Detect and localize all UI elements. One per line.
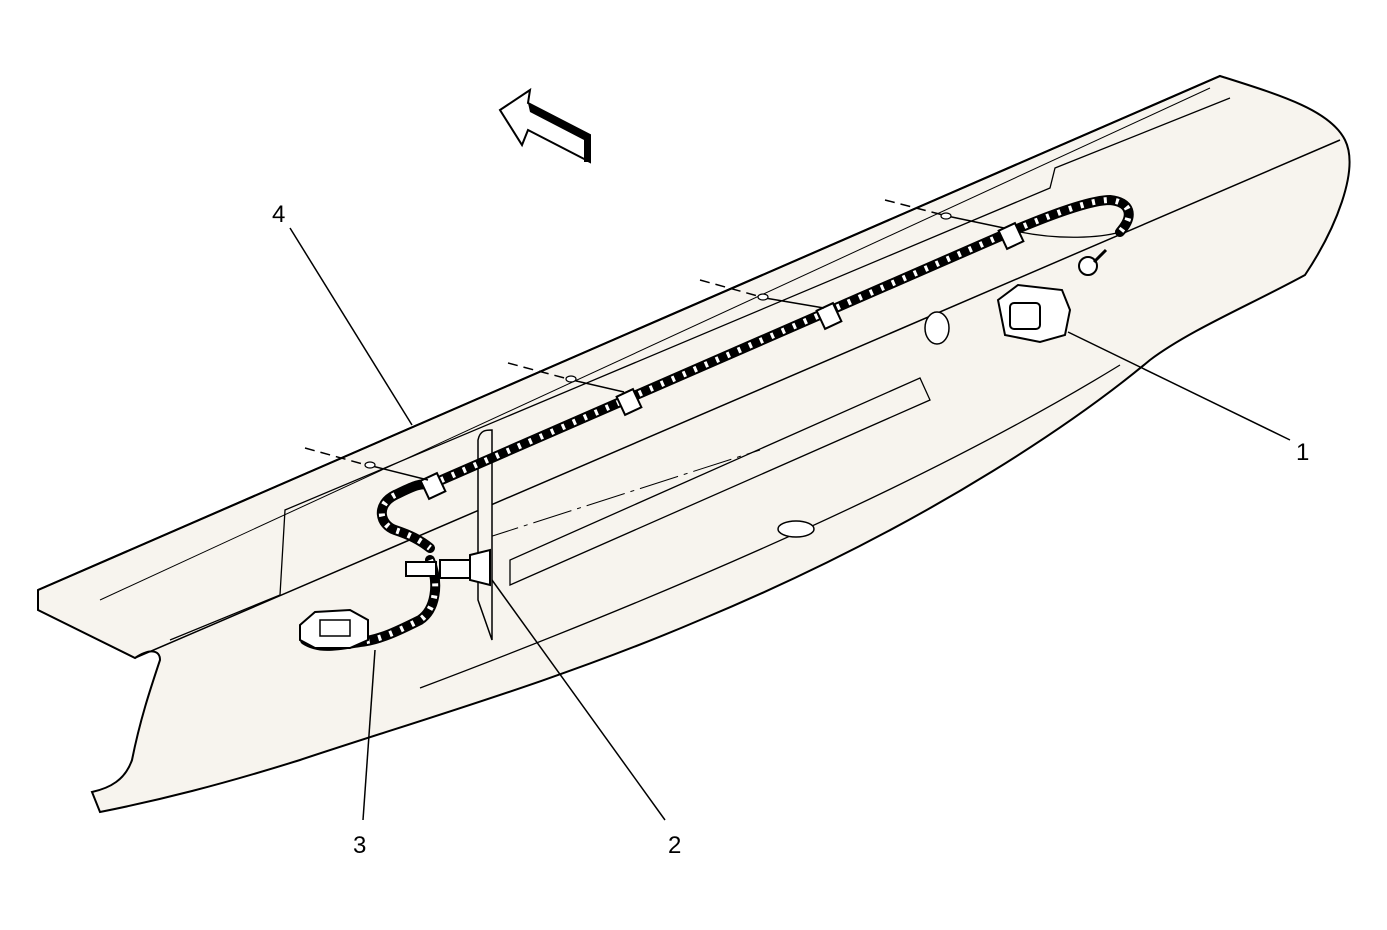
bracket-panel <box>477 429 493 641</box>
callout-1: 1 <box>1296 439 1309 466</box>
callout-3: 3 <box>353 832 366 859</box>
callout-labels: 1 2 3 4 <box>272 201 1309 859</box>
fascia-hole-upper <box>924 311 950 345</box>
leader-2 <box>491 579 666 821</box>
leader-3 <box>362 649 376 821</box>
wiring-harness <box>299 194 1134 651</box>
bracket-connector <box>405 548 491 587</box>
alignment-dashes <box>304 199 948 467</box>
bumper-fascia <box>37 74 1351 814</box>
leader-1 <box>1067 331 1291 441</box>
fascia-lower-sweep <box>419 364 1121 689</box>
harness-clip-2 <box>615 387 643 417</box>
leader-4 <box>289 227 413 426</box>
direction-arrow <box>498 87 591 164</box>
fascia-recess <box>509 377 931 586</box>
lamp-bulb <box>1078 256 1098 276</box>
callout-4: 4 <box>272 201 285 228</box>
fascia-outline <box>37 74 1351 814</box>
harness-end-connector <box>299 608 369 649</box>
harness-clip-3 <box>815 301 843 331</box>
fascia-top-edge <box>37 75 1221 591</box>
lamp-socket <box>996 231 1121 344</box>
harness-clip-4 <box>997 221 1025 251</box>
fascia-hole-lower <box>777 520 815 538</box>
leader-lines <box>289 227 1291 821</box>
fascia-step-line <box>169 97 1231 641</box>
callout-2: 2 <box>668 832 681 859</box>
fascia-center-line <box>479 449 761 541</box>
